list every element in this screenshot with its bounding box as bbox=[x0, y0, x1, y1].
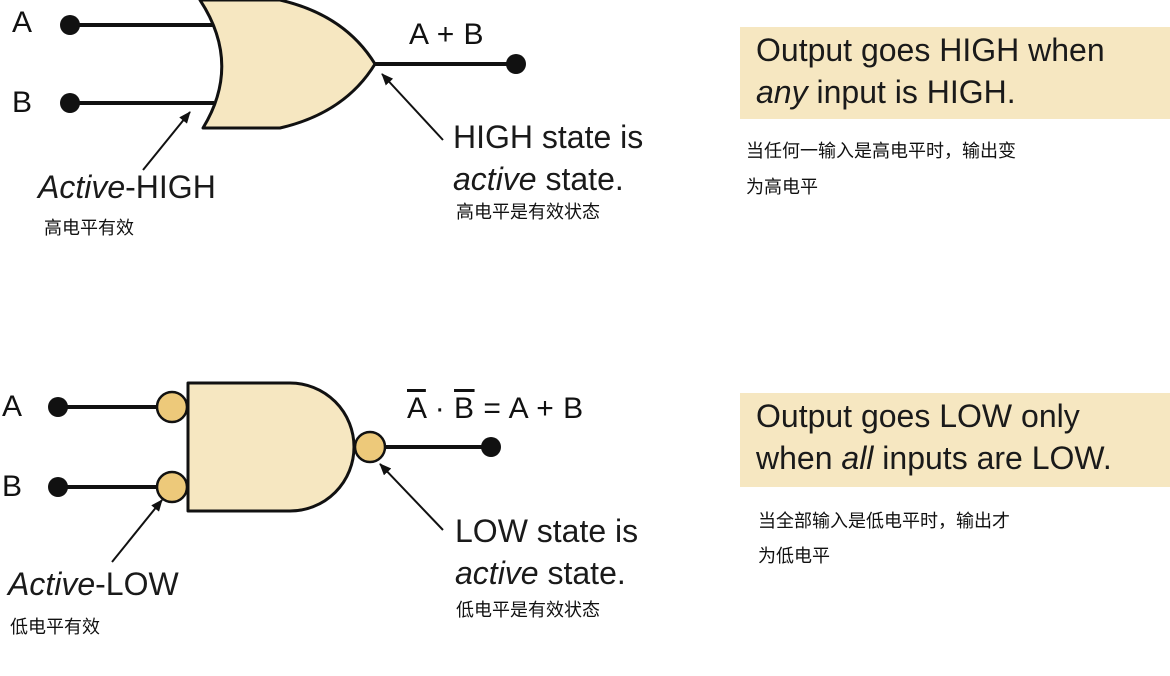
or-output-arrow bbox=[381, 73, 444, 141]
and-gate-group bbox=[48, 381, 501, 563]
and-input-note-rest: -LOW bbox=[95, 566, 179, 602]
and-input-b-label: B bbox=[2, 470, 23, 503]
or-summary-cn-2: 为高电平 bbox=[746, 177, 818, 198]
and-input-b-terminal bbox=[48, 477, 68, 497]
or-summary-box: Output goes HIGH when any input is HIGH. bbox=[740, 27, 1170, 119]
and-summary-line2: when all inputs are LOW. bbox=[756, 437, 1154, 479]
and-output-note-line1: LOW state is bbox=[455, 513, 639, 549]
or-input-b-terminal bbox=[60, 93, 80, 113]
and-output-b-bar: B bbox=[454, 392, 475, 425]
or-output-terminal bbox=[506, 54, 526, 74]
and-output-terminal bbox=[481, 437, 501, 457]
or-summary-italic: any bbox=[756, 74, 808, 110]
and-summary-cn-1: 当全部输入是低电平时，输出才 bbox=[758, 511, 1010, 532]
or-output-note: HIGH state is active state. bbox=[453, 116, 643, 200]
and-output-a-bar: A bbox=[407, 392, 426, 425]
or-output-note-cn: 高电平是有效状态 bbox=[456, 202, 600, 223]
or-summary-cn-1: 当任何一输入是高电平时，输出变 bbox=[746, 141, 1016, 162]
and-gate-body bbox=[186, 381, 356, 513]
and-output-note-cn: 低电平是有效状态 bbox=[456, 600, 600, 621]
or-input-a-label: A bbox=[12, 6, 33, 39]
and-input-a-terminal bbox=[48, 397, 68, 417]
and-output-note-line2: active state. bbox=[455, 552, 638, 594]
and-input-b-bubble bbox=[155, 470, 189, 504]
and-input-a-label: A bbox=[2, 390, 23, 423]
and-input-note: Active-LOW bbox=[8, 563, 179, 605]
or-output-note-line2: active state. bbox=[453, 158, 643, 200]
or-input-note-rest: -HIGH bbox=[125, 169, 216, 205]
and-summary-line1: Output goes LOW only bbox=[756, 398, 1080, 434]
or-input-a-terminal bbox=[60, 15, 80, 35]
and-summary-box: Output goes LOW only when all inputs are… bbox=[740, 393, 1170, 487]
and-output-note-rest: state. bbox=[538, 555, 626, 591]
and-summary-mid: when bbox=[756, 440, 842, 476]
or-output-note-rest: state. bbox=[536, 161, 624, 197]
and-summary-italic: all bbox=[841, 440, 874, 476]
and-summary-post: inputs are LOW. bbox=[873, 440, 1112, 476]
or-output-note-italic: active bbox=[453, 161, 537, 197]
and-summary-cn-2: 为低电平 bbox=[758, 546, 830, 567]
and-output-note: LOW state is active state. bbox=[455, 510, 638, 594]
or-input-b-label: B bbox=[12, 86, 33, 119]
and-output-expression: A · B = A + B bbox=[407, 392, 584, 426]
or-input-note-italic: Active bbox=[38, 169, 126, 205]
and-input-a-bubble bbox=[155, 390, 189, 424]
and-input-note-italic: Active bbox=[8, 566, 96, 602]
or-gate-group bbox=[60, 0, 526, 171]
or-input-arrow bbox=[142, 111, 191, 171]
or-output-note-line1: HIGH state is bbox=[453, 119, 644, 155]
and-input-arrow bbox=[111, 499, 163, 563]
and-output-bubble bbox=[353, 430, 387, 464]
and-input-note-cn: 低电平有效 bbox=[10, 617, 100, 638]
and-output-note-italic: active bbox=[455, 555, 539, 591]
and-output-dot: · bbox=[425, 392, 455, 425]
or-summary-line1: Output goes HIGH when bbox=[756, 32, 1105, 68]
and-output-arrow bbox=[379, 463, 444, 531]
or-summary-post: input is HIGH. bbox=[807, 74, 1016, 110]
or-gate-body bbox=[198, 0, 377, 130]
or-summary-line2: any input is HIGH. bbox=[756, 71, 1154, 113]
or-output-expression: A + B bbox=[409, 18, 485, 51]
or-input-note: Active-HIGH bbox=[38, 166, 216, 208]
and-output-rest: = A + B bbox=[474, 392, 584, 425]
or-input-note-cn: 高电平有效 bbox=[44, 218, 134, 239]
